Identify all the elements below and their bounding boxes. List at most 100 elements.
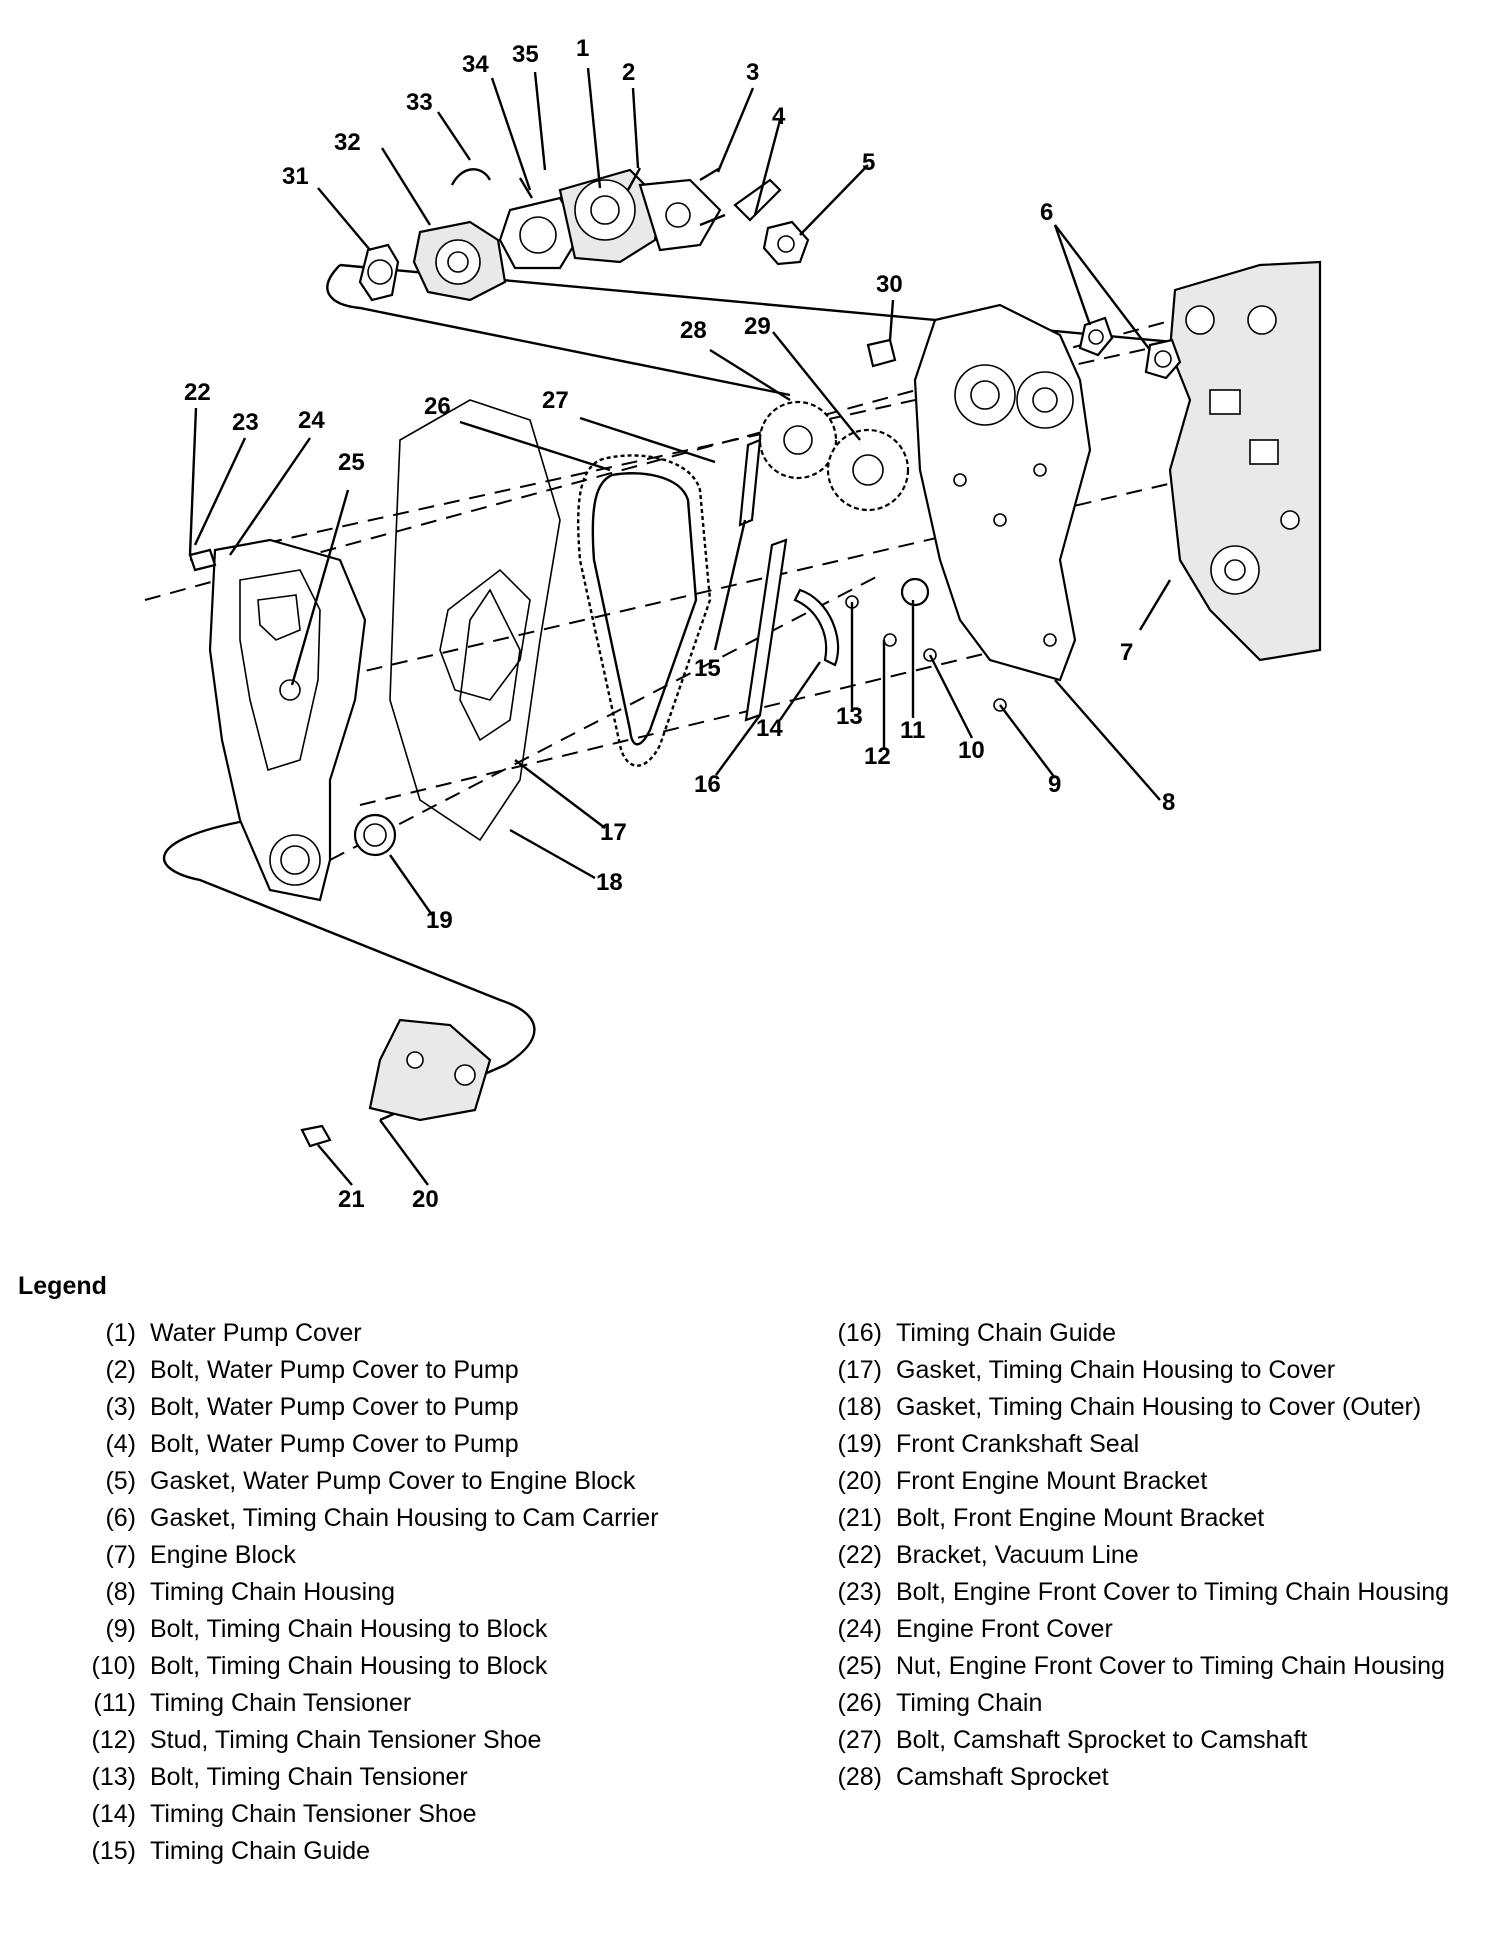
legend-item: (19)Front Crankshaft Seal (808, 1429, 1488, 1460)
callout-5: 5 (862, 149, 875, 176)
legend-item: (3) Bolt, Water Pump Cover to Pump (62, 1392, 702, 1423)
legend-item-number: (6) (105, 1504, 136, 1532)
legend-item: (8)Timing Chain Housing (62, 1577, 702, 1608)
legend-item: (23)Bolt, Engine Front Cover to Timing C… (808, 1577, 1488, 1608)
legend-item-number: (22) (837, 1541, 882, 1569)
callout-17: 17 (600, 819, 627, 846)
legend-item: (6) Gasket, Timing Chain Housing to Cam C… (62, 1503, 702, 1534)
legend-item-text: Water Pump Cover (150, 1319, 362, 1347)
legend-item-number: (4) (105, 1430, 136, 1458)
callout-12: 12 (864, 743, 891, 770)
callout-11: 11 (900, 717, 925, 744)
callout-32: 32 (334, 129, 361, 156)
legend-item-text: Engine Front Cover (896, 1615, 1113, 1643)
leader-lines (188, 67, 1172, 1186)
callout-22: 22 (184, 379, 211, 406)
legend-item-number: (11) (93, 1689, 136, 1717)
legend-item-text: Gasket, Timing Chain Housing to Cover (O… (896, 1393, 1422, 1421)
legend-item-text: Timing Chain Tensioner (150, 1689, 412, 1717)
legend-item: (17)Gasket, Timing Chain Housing to Cove… (808, 1355, 1488, 1386)
timing-chain-shape (577, 454, 712, 767)
legend-item: (12)Stud, Timing Chain Tensioner Shoe (62, 1725, 702, 1756)
legend-item-text: Bolt, Engine Front Cover to Timing Chain… (896, 1578, 1450, 1606)
legend-item-number: (27) (837, 1726, 882, 1754)
callout-2: 2 (622, 59, 635, 86)
callout-1: 1 (576, 35, 589, 62)
legend-item: (1) Water Pump Cover (62, 1318, 702, 1349)
callout-34: 34 (462, 51, 489, 78)
callout-8: 8 (1162, 789, 1175, 816)
legend-item-text: Gasket, Timing Chain Housing to Cam Carr… (150, 1504, 659, 1532)
callout-31: 31 (282, 163, 309, 190)
legend-item-text: Engine Block (150, 1541, 296, 1569)
legend-item: (18) Gasket, Timing Chain Housing to Cove… (808, 1392, 1488, 1423)
legend-item-number: (15) (91, 1837, 136, 1865)
legend-item-text: Nut, Engine Front Cover to Timing Chain … (896, 1652, 1445, 1680)
legend-item: (26) Timing Chain (808, 1688, 1488, 1719)
legend-item-text: Stud, Timing Chain Tensioner Shoe (150, 1726, 542, 1754)
legend-item-number: (21) (837, 1504, 882, 1532)
legend-item-text: Bolt, Camshaft Sprocket to Camshaft (896, 1726, 1308, 1754)
gaskets-shapes (389, 399, 561, 842)
legend-item: (22) Bracket, Vacuum Line (808, 1540, 1488, 1571)
legend-item: (13) Bolt, Timing Chain Tensioner (62, 1762, 702, 1793)
legend-item-number: (1) (105, 1319, 136, 1347)
legend-right-column: (16) Timing Chain Guide (17)Gasket, Timing… (808, 1318, 1488, 1799)
callout-25: 25 (338, 449, 365, 476)
legend-item: (11) Timing Chain Tensioner (62, 1688, 702, 1719)
legend-item-number: (2) (105, 1356, 136, 1384)
callout-28: 28 (680, 317, 707, 344)
callout-30: 30 (876, 271, 903, 298)
callout-29: 29 (744, 313, 771, 340)
callout-35: 35 (512, 41, 539, 68)
legend-item: (16) Timing Chain Guide (808, 1318, 1488, 1349)
legend-item-text: Timing Chain Guide (896, 1319, 1117, 1347)
callout-21: 21 (338, 1186, 365, 1213)
legend-item-number: (16) (837, 1319, 882, 1347)
legend-item-text: Bolt, Timing Chain Housing to Block (150, 1615, 548, 1643)
callout-13: 13 (836, 703, 863, 730)
legend-item: (21) Bolt, Front Engine Mount Bracket (808, 1503, 1488, 1534)
legend-item-number: (7) (105, 1541, 136, 1569)
legend-item-number: (18) (837, 1393, 882, 1421)
legend-item: (27) Bolt, Camshaft Sprocket to Camshaft (808, 1725, 1488, 1756)
legend-item-text: Front Crankshaft Seal (896, 1430, 1140, 1458)
legend-item-text: Camshaft Sprocket (896, 1763, 1109, 1791)
legend-item-number: (13) (91, 1763, 136, 1791)
legend-item: (10)Bolt, Timing Chain Housing to Block (62, 1651, 702, 1682)
callout-23: 23 (232, 409, 259, 436)
legend-item: (9) Bolt, Timing Chain Housing to Block (62, 1614, 702, 1645)
callout-10: 10 (958, 737, 985, 764)
callout-6: 6 (1040, 199, 1053, 226)
callout-24: 24 (298, 407, 325, 434)
legend-item-number: (9) (105, 1615, 136, 1643)
water-pump-cover-group (358, 166, 810, 302)
engine-front-cover-shape (188, 538, 397, 902)
legend-item: (15) Timing Chain Guide (62, 1836, 702, 1867)
legend-item-number: (25) (837, 1652, 882, 1680)
legend-item-text: Bolt, Water Pump Cover to Pump (150, 1393, 519, 1421)
legend-item: (7) Engine Block (62, 1540, 702, 1571)
legend-item: (2)Bolt, Water Pump Cover to Pump (62, 1355, 702, 1386)
legend-item-number: (26) (837, 1689, 882, 1717)
callout-labels: 1 2 3 4 5 6 7 8 9 10 11 12 13 14 15 16 1… (184, 35, 1175, 1213)
callout-26: 26 (424, 393, 451, 420)
legend-item-number: (3) (105, 1393, 136, 1421)
legend-item: (14)Timing Chain Tensioner Shoe (62, 1799, 702, 1830)
legend-item-text: Bolt, Front Engine Mount Bracket (896, 1504, 1265, 1532)
legend-item-text: Bolt, Timing Chain Tensioner (150, 1763, 468, 1791)
callout-15: 15 (694, 655, 721, 682)
callout-33: 33 (406, 89, 433, 116)
legend-item-number: (20) (837, 1467, 882, 1495)
legend-item-text: Gasket, Timing Chain Housing to Cover (896, 1356, 1336, 1384)
legend-item-text: Timing Chain (896, 1689, 1043, 1717)
legend-item-text: Bracket, Vacuum Line (896, 1541, 1139, 1569)
legend-item-text: Bolt, Timing Chain Housing to Block (150, 1652, 548, 1680)
callout-20: 20 (412, 1186, 439, 1213)
legend-item: (24)Engine Front Cover (808, 1614, 1488, 1645)
legend-item-number: (8) (105, 1578, 136, 1606)
callout-18: 18 (596, 869, 623, 896)
legend-item-text: Timing Chain Guide (150, 1837, 371, 1865)
legend-item-number: (5) (105, 1467, 136, 1495)
exploded-view-diagram: 1 2 3 4 5 6 7 8 9 10 11 12 13 14 15 16 1… (144, 35, 1322, 1213)
